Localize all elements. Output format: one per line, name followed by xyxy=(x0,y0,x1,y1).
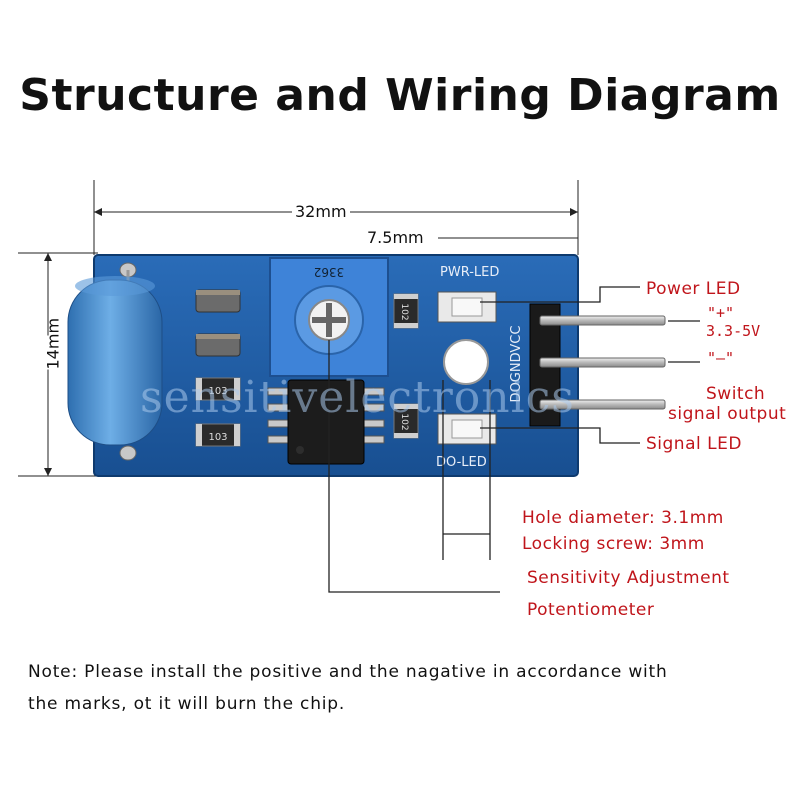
label-power-led: Power LED xyxy=(646,279,741,299)
header-pins xyxy=(529,303,666,427)
signal-led-component xyxy=(437,413,497,445)
note-line-2: the marks, ot it will burn the chip. xyxy=(28,694,346,714)
dimension-height-label: 14mm xyxy=(40,318,66,370)
note-line-1: Note: Please install the positive and th… xyxy=(28,662,668,682)
watermark: sensitivelectronics xyxy=(140,372,575,423)
tilt-switch xyxy=(67,262,163,461)
resistor-code-1: 103 xyxy=(208,386,227,397)
diagram-title: Structure and Wiring Diagram xyxy=(19,70,781,121)
label-sensitivity: Sensitivity Adjustment xyxy=(527,568,730,588)
dimension-arrows xyxy=(44,208,578,476)
resistor-code-2: 103 xyxy=(208,432,227,443)
label-plus: "+" xyxy=(707,304,735,322)
power-led-component xyxy=(437,291,497,323)
resistor-code-3: 102 xyxy=(399,303,409,320)
mounting-hole xyxy=(443,339,489,385)
comparator-chip xyxy=(267,379,385,465)
resistor-code-4: 102 xyxy=(399,413,409,430)
dimension-pitch-label: 7.5mm xyxy=(364,228,427,247)
label-potentiometer: Potentiometer xyxy=(527,600,655,620)
label-voltage: 3.3-5V xyxy=(706,322,761,340)
label-switch: Switch xyxy=(706,384,766,404)
leader-lines xyxy=(328,286,700,593)
label-signal-output: signal output xyxy=(668,404,787,424)
capacitors xyxy=(195,289,241,357)
silk-pins: DOGNDVCC xyxy=(509,326,524,403)
label-signal-led: Signal LED xyxy=(646,434,742,454)
label-hole-diameter: Hole diameter: 3.1mm xyxy=(522,508,724,528)
resistors xyxy=(195,293,419,447)
dimension-width-label: 32mm xyxy=(292,202,350,221)
label-locking-screw: Locking screw: 3mm xyxy=(522,534,705,554)
silk-pwr-led: PWR-LED xyxy=(440,265,499,280)
silk-do-led: DO-LED xyxy=(436,455,487,470)
label-minus: "–" xyxy=(707,349,735,367)
potentiometer-code: 3362 xyxy=(314,265,345,279)
